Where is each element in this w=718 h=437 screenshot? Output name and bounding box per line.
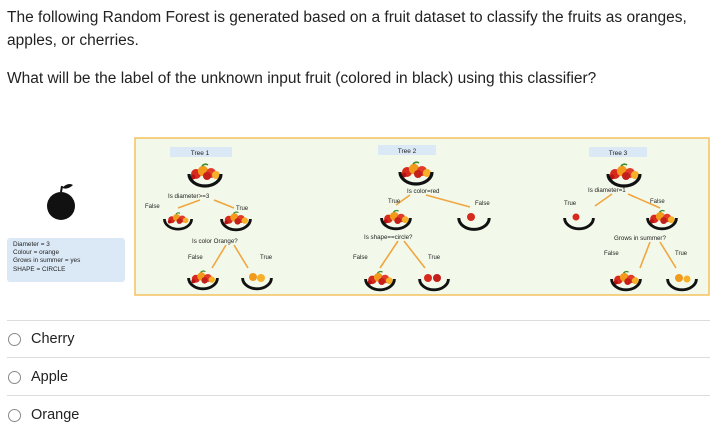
tree-question: Grows in summer? [614,235,666,242]
option-orange[interactable]: Orange [8,403,79,427]
branch-label: False [145,204,160,210]
branch-label: False [353,255,368,261]
tree-title: Tree 1 [191,150,210,157]
branch-label: False [604,251,619,257]
input-features-box: Diameter = 3 Colour = orange Grows in su… [7,238,125,282]
branch-label: True [428,255,441,261]
branch-label: True [564,201,577,207]
tree-3: Tree 3 Is diameter=1 True False Grows in… [563,147,698,292]
branch-label: False [188,255,203,261]
radio-button[interactable] [8,408,21,422]
tree-title: Tree 2 [398,148,417,155]
question-subtext: What will be the label of the unknown in… [7,70,597,87]
feature-text: Colour = orange [13,249,60,257]
tree-title: Tree 3 [609,150,628,157]
divider [7,395,710,396]
random-forest-figure: Tree 1 Is diameter>=3 False True Is colo… [0,128,718,298]
black-apple-icon [47,184,75,220]
option-cherry[interactable]: Cherry [8,327,75,351]
feature-text: Diameter = 3 [13,241,50,248]
option-label: Apple [31,369,69,385]
option-label: Cherry [31,331,75,347]
option-apple[interactable]: Apple [8,365,68,389]
tree-question: Is shape==circle? [364,234,413,241]
radio-button[interactable] [8,370,21,384]
branch-label: False [475,201,490,207]
tree-2: Tree 2 Is color=red True False Is shape=… [353,145,491,292]
forest-panel [134,137,710,296]
branch-label: True [236,206,249,212]
option-label: Orange [31,407,80,423]
feature-text: Grows in summer = yes [13,257,81,265]
branch-label: True [675,251,688,257]
tree-question: Is color=red [407,188,440,195]
tree-1: Tree 1 Is diameter>=3 False True Is colo… [145,147,273,291]
branch-label: True [388,199,401,205]
feature-text: SHAPE = CIRCLE [13,265,66,273]
divider [7,357,710,358]
tree-question: Is diameter=1 [588,187,626,194]
branch-label: False [650,199,665,205]
radio-button[interactable] [8,332,21,346]
divider [7,320,710,321]
branch-label: True [260,255,273,261]
question-text: The following Random Forest is generated… [7,9,687,49]
tree-question: Is diameter>=3 [168,193,210,200]
tree-question: Is color Orange? [192,238,238,245]
